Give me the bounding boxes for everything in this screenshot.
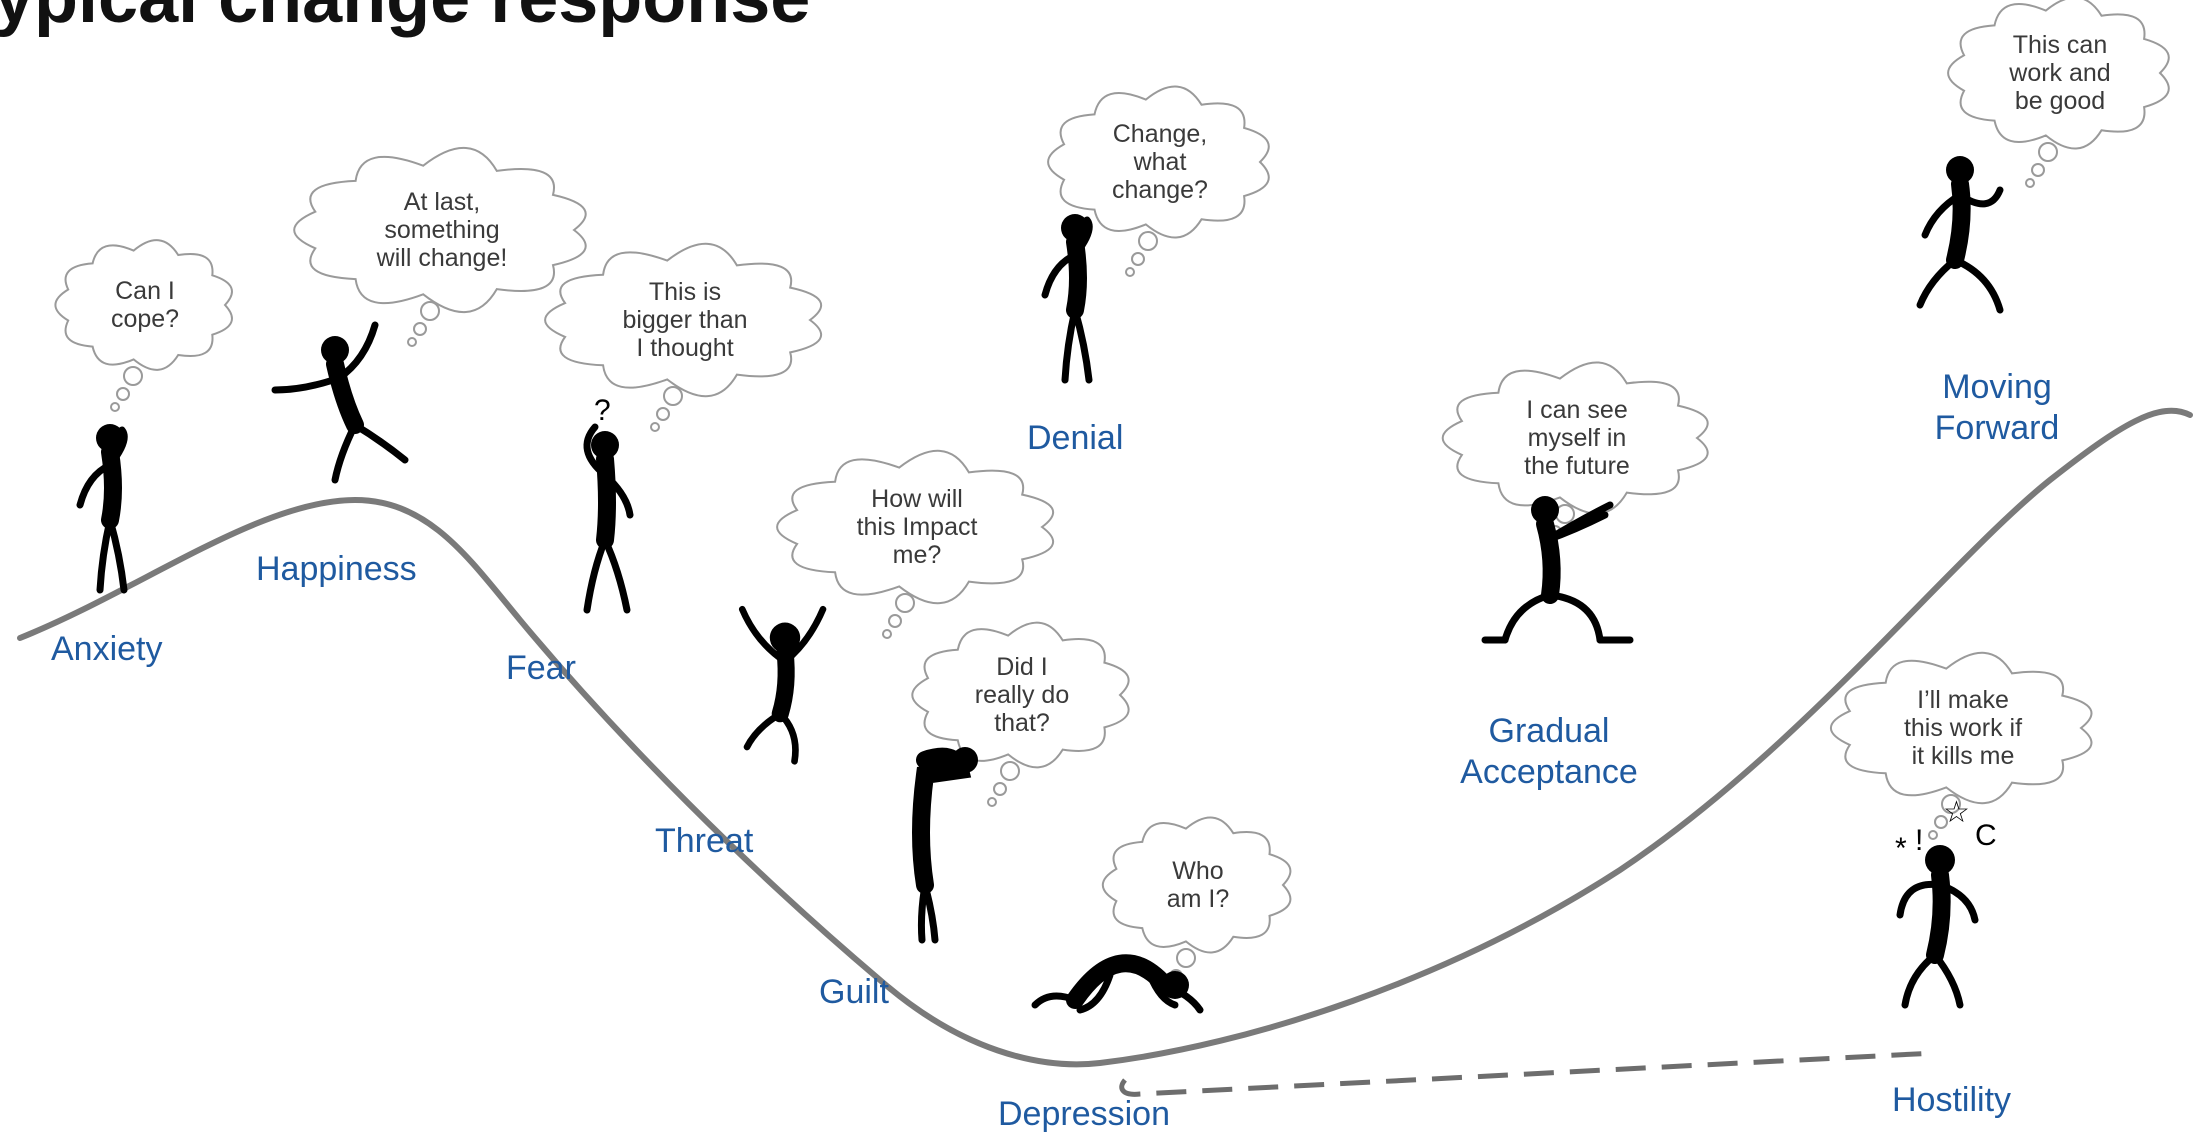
stick-figure-fear (583, 423, 634, 614)
thought-text-gradual-acceptance-0: I can see (1526, 396, 1627, 424)
stage-label-acceptance: Acceptance (1460, 753, 1638, 791)
stick-figure-hostility (1896, 845, 1979, 1009)
thought-text-moving-forward-0: This can (2013, 31, 2107, 59)
svg-text:*: * (1895, 832, 1907, 865)
stage-label-forward: Forward (1935, 409, 2060, 447)
stick-figure-moving (1916, 156, 2004, 314)
svg-text:!: ! (1915, 824, 1923, 857)
thought-text-moving-forward-1: work and (2008, 59, 2110, 87)
stick-figure-denial (1041, 214, 1093, 384)
thought-text-guilt-2: that? (994, 709, 1050, 737)
thought-text-happiness-0: At last, (404, 188, 480, 216)
thought-text-gradual-acceptance-2: the future (1524, 452, 1630, 480)
thought-text-gradual-acceptance-1: myself in (1528, 424, 1627, 452)
thought-text-guilt-0: Did I (996, 653, 1047, 681)
stick-figure-anxiety (76, 424, 128, 594)
thought-text-guilt-1: really do (975, 681, 1070, 709)
thought-text-threat-1: this Impact (857, 513, 978, 541)
thought-text-moving-forward-2: be good (2015, 87, 2105, 115)
thought-text-fear-0: This is (649, 278, 721, 306)
thought-text-threat-2: me? (893, 541, 942, 569)
thought-text-anxiety-1: cope? (111, 305, 179, 333)
hostility-branch-line (1119, 1050, 1936, 1097)
stage-label-guilt: Guilt (819, 973, 889, 1011)
thought-text-fear-1: bigger than (622, 306, 747, 334)
svg-text:☆: ☆ (1943, 796, 1970, 829)
stage-label-gradual: Gradual (1489, 712, 1610, 750)
thought-text-happiness-1: something (384, 216, 499, 244)
svg-text:?: ? (594, 394, 611, 427)
stage-label-moving: Moving (1942, 368, 2052, 406)
stick-figure-threat (738, 605, 827, 765)
thought-text-depression-0: Who (1172, 857, 1223, 885)
thought-text-denial-0: Change, (1113, 120, 1208, 148)
change-curve (17, 407, 2193, 1068)
thought-text-denial-2: change? (1112, 176, 1208, 204)
stage-label-threat: Threat (655, 822, 754, 860)
thought-text-hostility-2: it kills me (1912, 742, 2015, 770)
thought-text-fear-2: I thought (636, 334, 733, 362)
svg-text:C: C (1975, 819, 1997, 852)
stage-label-depression: Depression (998, 1095, 1170, 1133)
stage-label-hostility: Hostility (1892, 1081, 2011, 1119)
stage-label-anxiety: Anxiety (51, 630, 163, 668)
thought-text-hostility-0: I’ll make (1917, 686, 2009, 714)
thought-text-hostility-1: this work if (1904, 714, 2022, 742)
stage-label-denial: Denial (1027, 419, 1123, 457)
anger-symbols-icon: *! ☆C? (594, 394, 1997, 865)
thought-text-happiness-2: will change! (376, 244, 508, 272)
stick-figure-happiness (271, 321, 409, 484)
thought-text-depression-1: am I? (1167, 885, 1230, 913)
stage-label-happiness: Happiness (256, 550, 417, 588)
thought-text-threat-0: How will (871, 485, 963, 513)
thought-text-denial-1: what (1133, 148, 1187, 176)
stage-label-fear: Fear (506, 649, 576, 687)
stick-figure-depression (1031, 954, 1204, 1014)
title-partial: ypical change response (0, 0, 810, 38)
stick-figure-guilt (912, 747, 978, 944)
stick-figure-acceptance (1481, 496, 1634, 644)
thought-text-anxiety-0: Can I (115, 277, 175, 305)
